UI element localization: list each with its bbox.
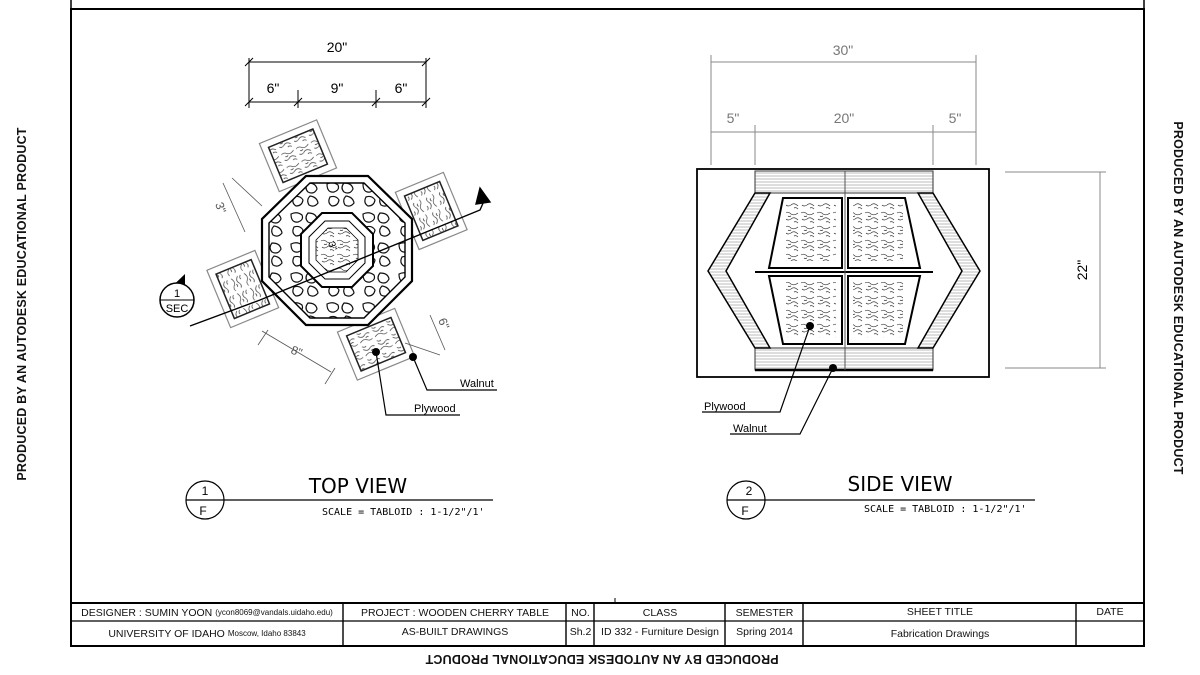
side-view-title: SIDE VIEW: [848, 472, 953, 496]
side-view-leaders: [702, 325, 834, 435]
tb-date-value: [1077, 622, 1143, 642]
section-label: SEC: [166, 303, 189, 315]
tb-school: UNIVERSITY OF IDAHO Moscow, Idaho 83843: [73, 622, 341, 645]
top-view-leaders: [375, 351, 497, 416]
top-dim-right: 6": [395, 80, 408, 96]
side-view-title-marker: [726, 480, 1035, 520]
side-dim-center: 20": [834, 110, 855, 126]
top-label-plywood: Plywood: [414, 403, 456, 415]
tb-school-name: UNIVERSITY OF IDAHO: [108, 627, 225, 640]
tb-sheet-title-value: Fabrication Drawings: [890, 628, 990, 640]
watermark-right: PRODUCED BY AN AUTODESK EDUCATIONAL PROD…: [1171, 121, 1185, 475]
tb-class-label: CLASS: [642, 606, 678, 619]
watermark-bottom: PRODUCED BY AN AUTODESK EDUCATIONAL PROD…: [425, 652, 779, 666]
tb-project: PROJECT : WOODEN CHERRY TABLE: [345, 604, 565, 621]
top-label-walnut: Walnut: [460, 378, 494, 390]
side-view-drawing: 30" 5" 20" 5" 22" Plywood Walnut: [696, 42, 1106, 520]
top-detail-number: 1: [202, 484, 209, 498]
sheet-border: [70, 8, 1145, 647]
side-detail-sheet: F: [741, 504, 748, 518]
side-view-scale: SCALE = TABLOID : 1-1/2"/1': [864, 504, 1027, 515]
top-view-scale: SCALE = TABLOID : 1-1/2"/1': [322, 507, 485, 518]
tb-semester-value: Spring 2014: [736, 626, 793, 638]
top-view-drawing: 20" 6" 9" 6": [159, 39, 497, 520]
tb-school-location: Moscow, Idaho 83843: [227, 629, 306, 638]
tb-no-value: Sh.2: [569, 626, 592, 638]
top-dim-8: 8": [289, 343, 304, 360]
section-marker: [159, 274, 195, 318]
title-block-grid: [71, 602, 1144, 646]
side-label-walnut: Walnut: [733, 423, 767, 435]
tb-class-value: ID 332 - Furniture Design: [601, 626, 719, 638]
tb-no-label: NO.: [571, 606, 590, 619]
tb-project-label: PROJECT :: [360, 606, 416, 619]
side-dim-left: 5": [727, 110, 740, 126]
top-dim-side-3: 3": [212, 200, 229, 215]
top-dim-6: 6": [435, 316, 452, 331]
side-detail-number: 2: [746, 484, 753, 498]
side-left-chevron: [707, 192, 772, 349]
side-dim-right: 5": [949, 110, 962, 126]
side-dim-overall: 30": [833, 42, 854, 58]
section-number: 1: [174, 288, 180, 300]
top-view-leg-panels: [206, 119, 468, 381]
top-view-title-marker: [185, 480, 493, 520]
side-label-plywood: Plywood: [704, 401, 746, 413]
top-dim-left: 6": [267, 80, 280, 96]
top-detail-sheet: F: [199, 504, 206, 518]
top-dim-center: 9": [331, 80, 344, 96]
tb-semester-label: SEMESTER: [735, 606, 794, 619]
tb-project-name: WOODEN CHERRY TABLE: [418, 606, 550, 619]
side-dim-height: 22": [1074, 260, 1090, 281]
tb-sheet-title-label: SHEET TITLE: [906, 605, 974, 618]
tb-designer-name: SUMIN YOON: [144, 606, 213, 619]
tb-designer: DESIGNER : SUMIN YOON (ycon8069@vandals.…: [73, 604, 341, 621]
tb-date-label: DATE: [1096, 605, 1124, 618]
side-view-dimensions: [710, 55, 1106, 369]
tb-designer-label: DESIGNER :: [81, 606, 142, 619]
side-right-chevron: [916, 192, 981, 349]
top-view-section-line: [189, 186, 492, 327]
top-view-title: TOP VIEW: [308, 474, 408, 498]
watermark-left: PRODUCED BY AN AUTODESK EDUCATIONAL PROD…: [15, 127, 29, 481]
tb-designer-email: (ycon8069@vandals.uidaho.edu): [215, 608, 333, 617]
tb-project-sub: AS-BUILT DRAWINGS: [401, 626, 509, 638]
top-dim-overall: 20": [327, 39, 348, 55]
top-view-dimensions: [244, 57, 431, 108]
top-dim-inner: 3": [325, 240, 339, 253]
